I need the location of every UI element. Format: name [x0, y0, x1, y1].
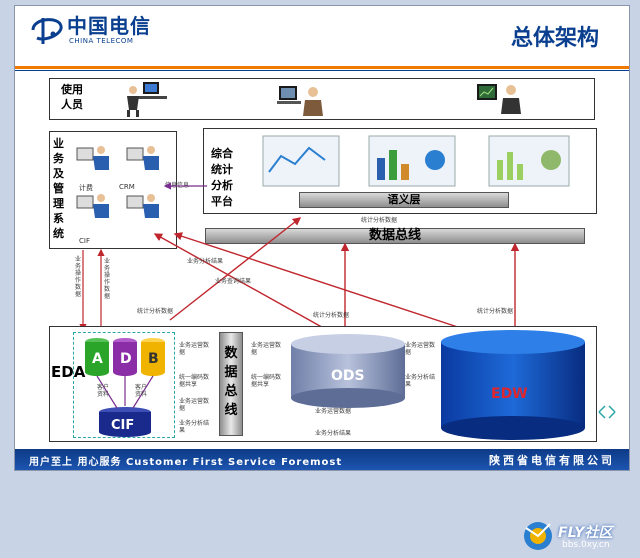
biz-item-cif: CIF: [79, 237, 90, 245]
cif-label: CIF: [111, 418, 135, 433]
operator-with-headset-icon: [277, 86, 323, 116]
footer-bar: [15, 449, 629, 470]
db-b-cylinder: [141, 338, 165, 376]
tag-analysis-res-1: 业务分析结果: [405, 374, 436, 388]
biz-workstations-icon: [76, 146, 159, 218]
logo-text-en: CHINA TELECOM: [69, 37, 134, 45]
db-d-label: D: [120, 351, 132, 367]
tag-bottom-ops: 业务运营数据: [315, 408, 352, 415]
analyst-with-chart-icon: [477, 84, 521, 114]
tag-unified-1: 统一编码数据共享: [179, 374, 210, 388]
edw-cylinder: [441, 330, 585, 440]
report-thumb-2: [368, 135, 456, 187]
tag-unified-2: 统一编码数据共享: [251, 374, 282, 388]
workstation-crm: [126, 146, 159, 170]
db-a-label: A: [92, 351, 103, 367]
note-customer-data-right: 客户资料: [135, 384, 148, 398]
tag-ops-data-3: 业务运营数据: [405, 342, 436, 356]
source-systems-cluster: [73, 332, 175, 438]
tag-business-ops-data: 业务操作数据: [75, 256, 82, 298]
header-rule-orange: [15, 66, 629, 69]
tag-ops-data-4: 业务运营数据: [179, 398, 210, 412]
db-a-cylinder: [85, 338, 109, 376]
tag-stat-data-right: 统计分析数据: [477, 308, 514, 315]
report-screenshots-icon: [262, 135, 570, 187]
tag-stat-data-top: 统计分析数据: [361, 217, 398, 224]
edw-label: EDW: [491, 386, 528, 402]
tag-query-results: 业务查询结果: [215, 278, 252, 285]
db-d-cylinder: [113, 338, 137, 376]
slide: 中国电信 CHINA TELECOM 总体架构 使用人员 业务及管理系统: [14, 5, 630, 471]
china-telecom-logo-icon: [31, 18, 63, 44]
biz-systems-panel: [49, 131, 177, 249]
db-b-label: B: [148, 351, 159, 367]
note-customer-data-left: 客户资料: [97, 384, 110, 398]
workstation-other: [126, 194, 159, 218]
user-at-computer-icon: [127, 82, 167, 117]
tag-ops-data-2: 业务运营数据: [251, 342, 282, 356]
data-bus-horizontal: 数据总线: [205, 228, 585, 244]
fly-community-logo-icon: [524, 522, 552, 550]
tag-stat-data-mid: 统计分析数据: [313, 312, 350, 319]
users-label: 使用人员: [61, 83, 83, 111]
tag-bottom-analysis: 业务分析结果: [315, 430, 352, 437]
nav-arrows-icon[interactable]: [597, 404, 617, 420]
watermark-brand: FLY社区: [558, 525, 613, 541]
tag-ops-data-1: 业务运营数据: [179, 342, 210, 356]
tag-analysis-res-2: 业务分析结果: [179, 420, 210, 434]
page-title: 总体架构: [510, 26, 599, 51]
analysis-platform-label: 综合统计分析平台: [211, 147, 233, 208]
arrow-stat-left: [169, 217, 302, 321]
report-thumb-1: [262, 135, 340, 187]
report-thumb-3: [488, 135, 570, 187]
tag-stat-data-left: 统计分析数据: [137, 308, 174, 315]
eda-label: EDA: [51, 362, 85, 382]
biz-systems-label: 业务及管理系统: [53, 137, 64, 240]
footer-slogan: 用户至上 用心服务 Customer First Service Foremos…: [29, 457, 343, 468]
workstation-billing: [76, 146, 109, 170]
biz-item-crm: CRM: [119, 183, 135, 191]
tag-analysis-results: 业务分析结果: [187, 258, 224, 265]
footer-company: 陕西省电信有限公司: [489, 454, 615, 467]
ods-label: ODS: [331, 368, 365, 384]
source-databases: [85, 338, 165, 437]
db-cif-cylinder: [99, 407, 151, 437]
data-bus-vertical: [219, 332, 243, 436]
workstation-cif: [76, 194, 109, 218]
biz-item-billing: 计费: [79, 184, 93, 192]
ods-cylinder: [291, 334, 405, 408]
arrow-analysis-results: [173, 232, 486, 337]
data-bus-vertical-label: 数据总线: [224, 346, 238, 418]
tag-business-ops-data-2: 业务操作数据: [104, 258, 111, 300]
logo-text-cn: 中国电信: [67, 14, 151, 38]
arrow-query-results: [153, 233, 346, 341]
semantic-layer-bar: 语义层: [299, 192, 509, 208]
header-rule-blue: [15, 70, 629, 71]
watermark-url: bbs.0xy.cn: [562, 540, 610, 550]
